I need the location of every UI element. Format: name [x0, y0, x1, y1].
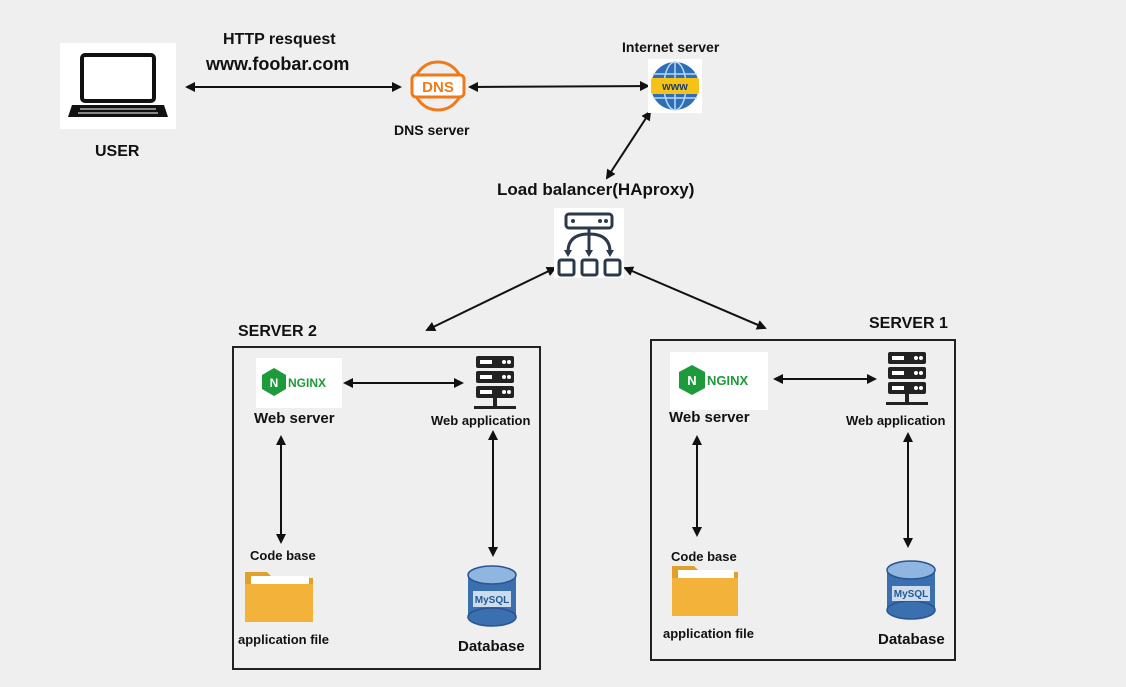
arrow-lb-server1 [623, 266, 767, 330]
server1-web-server-label: Web server [669, 409, 750, 426]
server2-app-file-label: application file [238, 632, 330, 647]
server1-database-icon: MySQL [884, 560, 938, 622]
dns-server-label: DNS server [394, 122, 470, 138]
load-balancer-label: Load balancer(HAproxy) [497, 180, 695, 199]
user-laptop-icon [60, 43, 176, 129]
server1-server-rack-icon [880, 350, 934, 408]
user-label: USER [95, 143, 140, 160]
internet-server-label: Internet server [622, 39, 720, 55]
server1-folder-icon [670, 560, 740, 618]
svg-text:N: N [270, 376, 279, 390]
server2-nginx-text: NGINX [288, 376, 326, 390]
server2-database-label: Database [458, 638, 525, 655]
server2-code-base-label: Code base [250, 548, 316, 563]
server1-nginx-text: NGINX [707, 373, 749, 388]
www-icon-text: www [661, 81, 688, 93]
server1-mysql-text: MySQL [894, 589, 928, 600]
server2-web-app-label: Web application [431, 413, 531, 428]
server1-code-base-label: Code base [671, 549, 737, 564]
server1-box [650, 339, 956, 661]
server2-box [232, 346, 541, 670]
server1-database-label: Database [878, 631, 945, 648]
load-balancer-icon [554, 208, 624, 278]
server1-app-file-label: application file [663, 626, 755, 641]
domain-label: www.foobar.com [206, 54, 350, 74]
www-globe-icon: www [648, 59, 702, 113]
arrow-lb-server2 [425, 266, 557, 332]
server1-title: SERVER 1 [869, 315, 948, 332]
dns-icon: DNS [409, 58, 467, 114]
server2-title: SERVER 2 [238, 323, 317, 340]
arrow-dns-internet [468, 81, 650, 92]
server2-web-server-label: Web server [254, 410, 335, 427]
server2-server-rack-icon [468, 354, 522, 412]
svg-text:N: N [687, 373, 696, 388]
server2-nginx-logo: N NGINX [256, 358, 342, 408]
arrow-internet-lb [605, 110, 652, 180]
dns-icon-text: DNS [422, 79, 454, 96]
server1-nginx-logo: N NGINX [670, 352, 768, 410]
http-request-label: HTTP resquest [223, 31, 336, 48]
server1-web-app-label: Web application [846, 413, 946, 428]
server2-mysql-text: MySQL [475, 595, 509, 606]
server2-database-icon: MySQL [465, 565, 519, 629]
server2-folder-icon [243, 566, 315, 624]
